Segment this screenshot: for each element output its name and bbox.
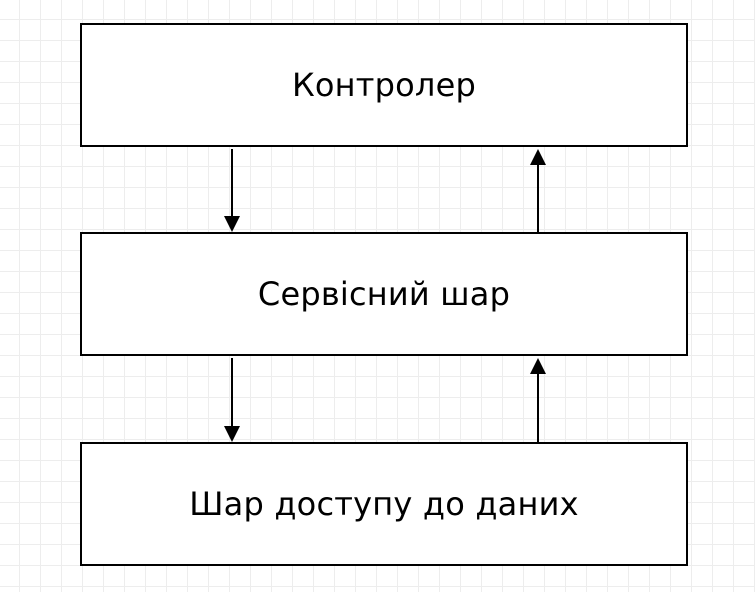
arrow-service-to-data-access [224,358,240,442]
data-access-layer-box: Шар доступу до даних [80,442,688,566]
arrow-controller-to-service [224,149,240,232]
arrow-data-access-to-service [530,358,546,442]
service-layer-box: Сервісний шар [80,232,688,356]
data-access-layer-label: Шар доступу до даних [189,485,579,523]
controller-label: Контролер [291,66,476,104]
arrow-service-to-controller [530,149,546,232]
service-layer-label: Сервісний шар [257,275,511,313]
controller-box: Контролер [80,23,688,147]
